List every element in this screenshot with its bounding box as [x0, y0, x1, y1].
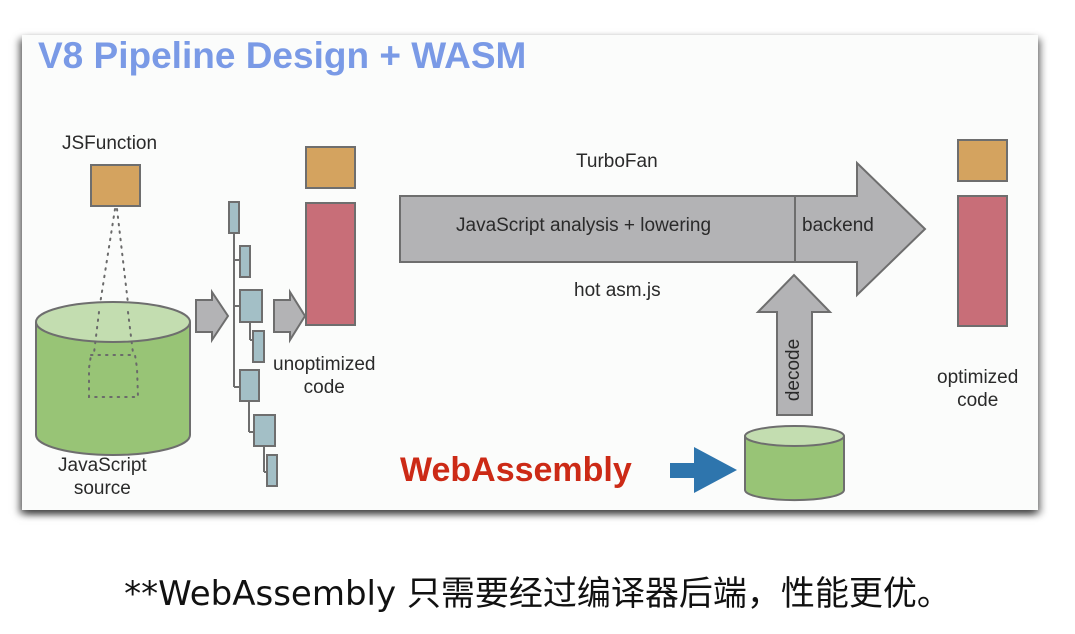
optimized-code-label-line1: optimized	[937, 367, 1019, 388]
ast-tree	[228, 201, 278, 487]
arrow-parse	[195, 288, 230, 344]
unoptimized-function-box	[305, 146, 356, 189]
arrow-ignition	[273, 288, 307, 344]
javascript-source-cylinder	[35, 301, 191, 456]
slide-title: V8 Pipeline Design + WASM	[38, 35, 527, 76]
ast-node	[253, 414, 276, 447]
ast-node	[239, 289, 263, 323]
ast-node	[252, 330, 265, 363]
unoptimized-code-label-line2: code	[303, 377, 345, 398]
jsfunction-box	[90, 164, 141, 207]
optimized-code-label: optimized code	[937, 366, 1018, 412]
dotted-function-region	[88, 311, 140, 398]
webassembly-cylinder	[744, 425, 845, 502]
turbofan-label: TurboFan	[576, 151, 658, 172]
unoptimized-code-label: unoptimized code	[273, 353, 375, 399]
wasm-arrow	[670, 447, 737, 493]
webassembly-label: WebAssembly	[400, 451, 632, 489]
javascript-source-label-line1: JavaScript	[58, 455, 147, 476]
unoptimized-code-box	[305, 202, 356, 326]
caption: **WebAssembly 只需要经过编译器后端，性能更优。	[124, 574, 951, 614]
javascript-source-label: JavaScript source	[58, 454, 147, 500]
decode-arrow	[755, 273, 833, 416]
optimized-code-label-line2: code	[957, 390, 999, 411]
turbofan-arrow	[399, 160, 927, 298]
jsfunction-label: JSFunction	[62, 133, 158, 154]
ast-node	[266, 454, 278, 487]
analysis-label: JavaScript analysis + lowering	[456, 215, 712, 236]
unoptimized-code-label-line1: unoptimized	[273, 354, 376, 375]
hot-asmjs-label: hot asm.js	[574, 280, 661, 301]
backend-label: backend	[802, 215, 874, 236]
decode-label: decode	[783, 338, 804, 402]
ast-node	[228, 201, 240, 234]
ast-node	[239, 369, 260, 402]
optimized-function-box	[957, 139, 1008, 182]
optimized-code-box	[957, 195, 1008, 327]
ast-node	[239, 245, 251, 278]
javascript-source-label-line2: source	[73, 478, 131, 499]
